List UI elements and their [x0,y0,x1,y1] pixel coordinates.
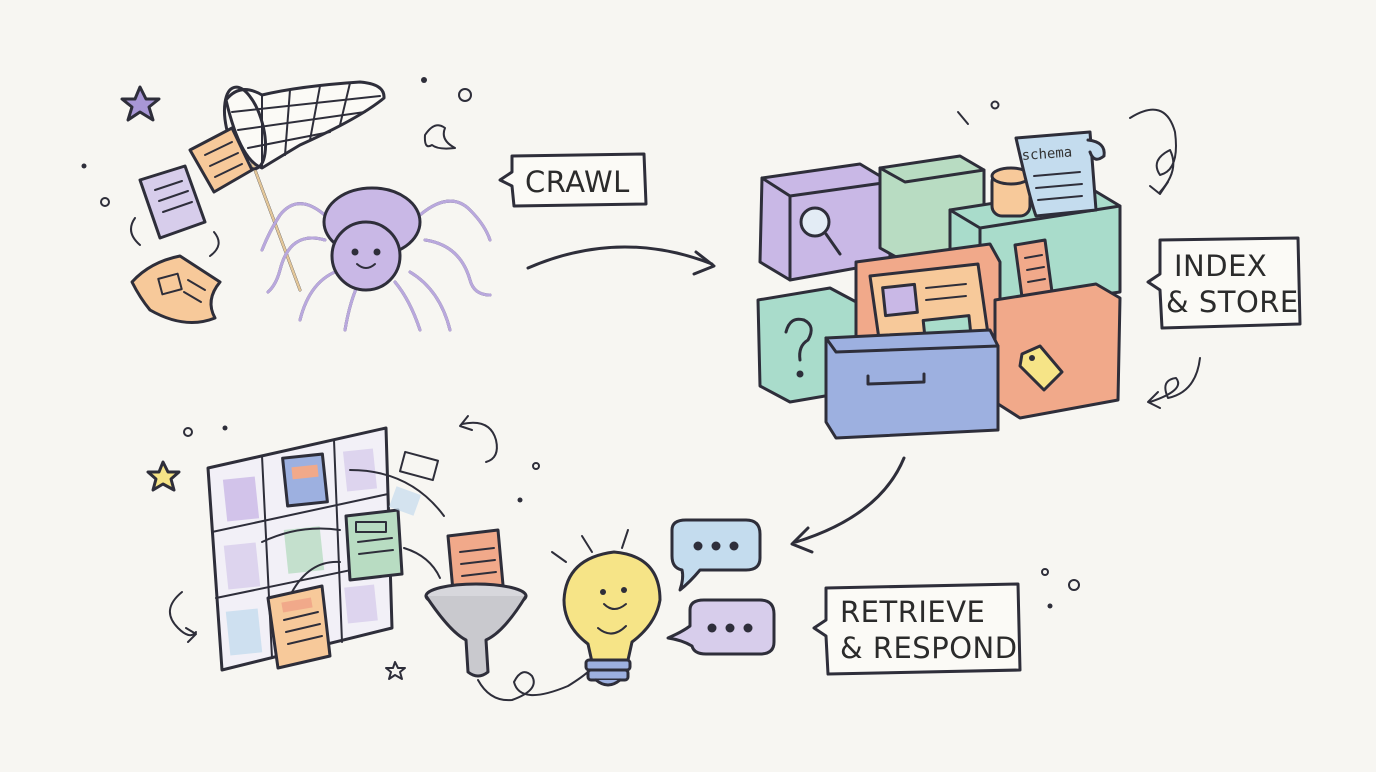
document-grid-icon [206,426,394,672]
dot-decoration [222,425,228,431]
chat-bubble-icon [670,518,762,592]
document-icon [138,164,207,240]
spider-icon [260,186,492,332]
motion-arrow [169,591,197,637]
document-icon [1013,238,1054,299]
dot-decoration [183,427,193,437]
flow-arrow-crawl-to-index [526,245,716,276]
sparkle-icon [957,111,969,125]
retrieve-scene [146,415,1080,702]
motion-arrow [1149,181,1169,195]
dot-decoration [1041,568,1049,576]
index-label-line2: & STORE [1166,285,1299,319]
lightbulb-icon [551,529,662,687]
motion-arrow [130,217,141,246]
motion-arrow [261,527,341,543]
schema-label: schema [1021,145,1073,164]
crawl-label-box: CRAWL [498,152,648,208]
motion-arrow [185,627,197,643]
butterfly-net-icon [188,80,386,292]
dot-decoration [421,77,427,83]
funnel-icon [424,528,528,678]
dot-decoration [990,100,1000,110]
chat-bubble-icon [666,598,776,656]
dot-decoration [532,462,540,470]
index-store-label-box: INDEX & STORE [1146,236,1302,330]
motion-arrow [1147,391,1161,409]
dot-decoration [100,197,110,207]
sparkle-icon [423,124,456,150]
star-icon [120,85,161,122]
magnifier-icon [799,206,842,256]
scroll-icon [130,254,222,324]
dot-decoration [517,497,523,503]
tag-icon [1018,344,1064,392]
document-icon [266,584,332,670]
dot-decoration [1047,603,1053,609]
schema-document-icon: schema [1014,130,1106,218]
crawl-label: CRAWL [525,165,630,199]
motion-arrow [403,547,441,579]
connector-swirl [477,669,591,702]
motion-arrow [291,560,341,593]
motion-arrow [461,421,498,463]
motion-arrow [1149,357,1201,403]
retrieve-label-line2: & RESPOND [840,631,1018,665]
document-icon [344,508,404,582]
retrieve-respond-label-box: RETRIEVE & RESPOND [812,582,1022,676]
document-icon [389,486,421,516]
document-icon [398,450,440,482]
star-icon [146,460,181,492]
dot-decoration [458,88,472,102]
flow-arrow-index-to-retrieve [790,456,906,554]
index-label-line1: INDEX [1174,249,1267,283]
motion-arrow [349,469,445,517]
star-icon [385,661,406,680]
motion-arrow [459,415,473,431]
crawl-scene [81,77,492,332]
retrieve-label-line1: RETRIEVE [840,595,985,629]
dot-decoration [81,163,87,169]
question-mark-icon [784,317,813,378]
motion-arrow [1129,108,1177,193]
dot-decoration [1068,579,1080,591]
storage-blocks-icon: schema [756,100,1201,440]
motion-arrow [209,231,220,257]
